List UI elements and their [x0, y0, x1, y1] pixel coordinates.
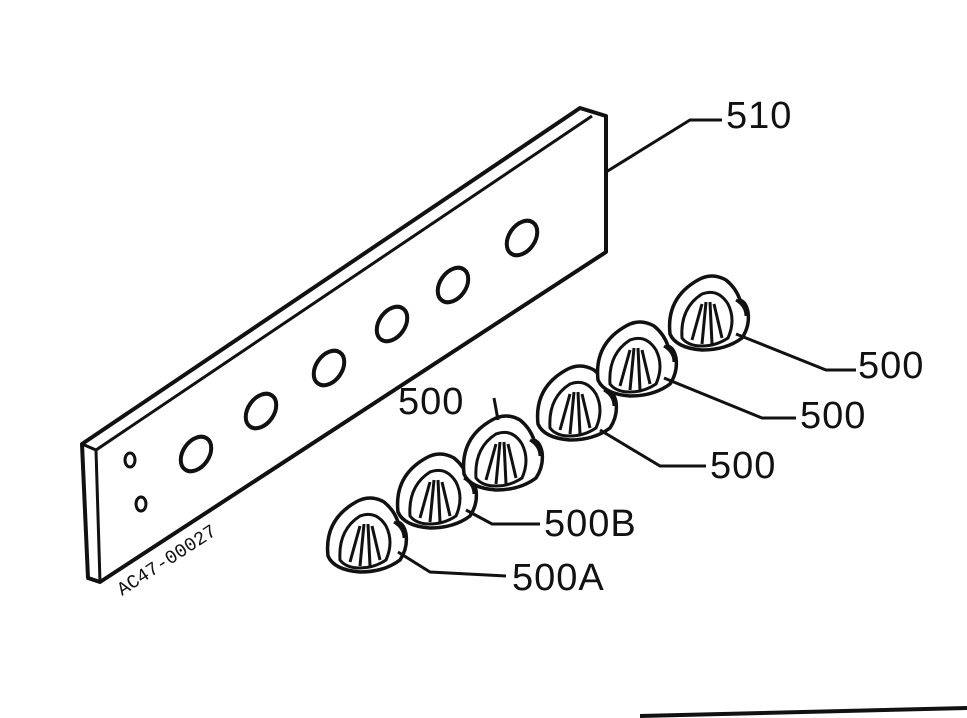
label-500-top-left: 500	[398, 381, 464, 423]
label-510: 510	[726, 95, 792, 137]
leader-500A	[397, 550, 507, 578]
knob-holes	[178, 218, 540, 474]
leader-500-right-2	[663, 376, 796, 420]
knob-500A	[325, 496, 409, 574]
label-500A: 500A	[512, 557, 605, 599]
screw-hole	[123, 451, 137, 469]
knob-500-right-3	[667, 274, 751, 352]
label-500-right-2: 500	[800, 395, 866, 437]
knob-500-right-2	[595, 320, 679, 398]
screw-hole	[134, 495, 148, 513]
leader-500-right-1	[599, 428, 706, 468]
leader-500-top-left	[492, 397, 500, 421]
label-500-right-3: 500	[858, 345, 924, 387]
scan-edge-line	[639, 706, 967, 718]
leader-500B	[465, 508, 540, 526]
label-500B: 500B	[544, 503, 637, 545]
label-500-right-1: 500	[710, 445, 776, 487]
leader-500-right-3	[735, 332, 856, 372]
knob-500-top-left	[461, 414, 545, 492]
leader-510	[605, 118, 722, 174]
